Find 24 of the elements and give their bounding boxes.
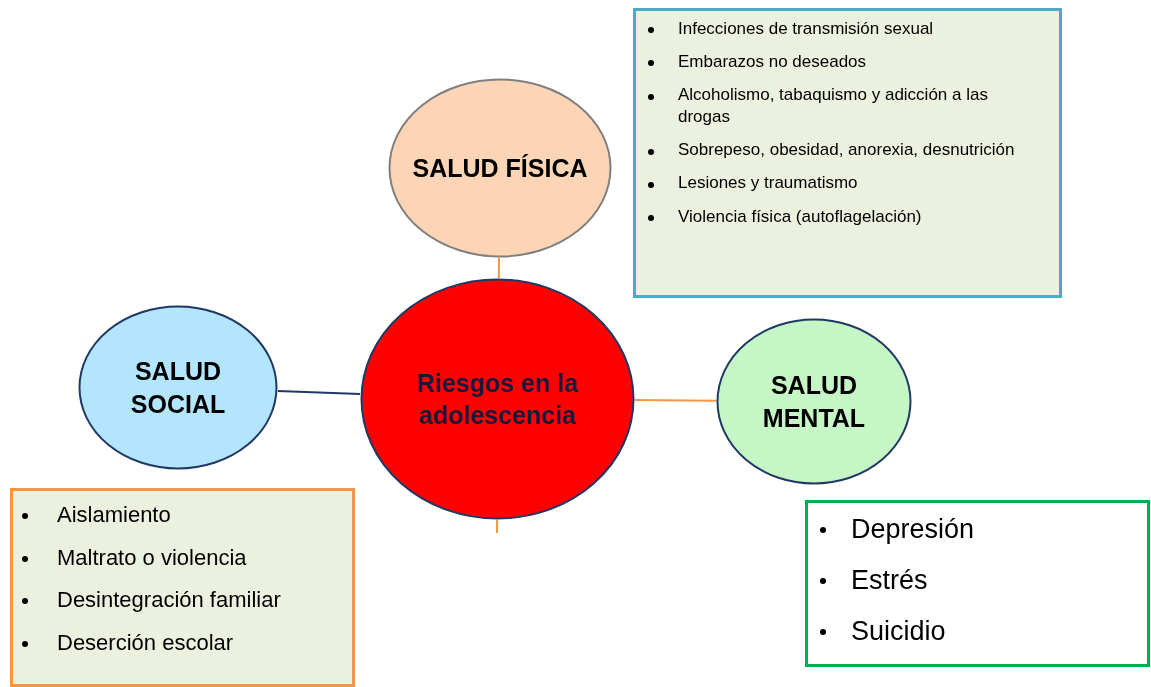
list-item: Depresión (851, 513, 976, 546)
list-item: Lesiones y traumatismo (678, 172, 859, 195)
node-title: SALUD SOCIAL (129, 356, 227, 420)
connector-line (276, 390, 362, 396)
list-item: Alcoholismo, tabaquismo y adicción a las drogas (678, 84, 989, 129)
list-item: Sobrepeso, obesidad, anorexia, desnutrición (678, 139, 1016, 162)
list-item: Deserción escolar (57, 628, 235, 657)
connector-line (634, 399, 717, 402)
list-item: Embarazos no deseados (678, 51, 868, 74)
list-item: Estrés (851, 564, 929, 598)
connector-line (497, 257, 501, 279)
list-item: Maltrato o violencia (57, 543, 248, 572)
list-panel (10, 488, 355, 687)
list-item: Violencia física (autoflagelación) (678, 205, 923, 228)
node-title: SALUD MENTAL (761, 370, 867, 434)
list-item: Desintegración familiar (57, 586, 282, 615)
list-item: Infecciones de transmisión sexual (678, 18, 935, 40)
list-item: Aislamiento (57, 501, 172, 529)
node-title: SALUD FÍSICA (411, 152, 589, 184)
node-title: Riesgos en la adolescencia (415, 367, 580, 431)
connector-line (496, 519, 499, 534)
list-item: Suicidio (851, 615, 947, 649)
list-panel (805, 500, 1150, 667)
list-panel (633, 8, 1062, 298)
